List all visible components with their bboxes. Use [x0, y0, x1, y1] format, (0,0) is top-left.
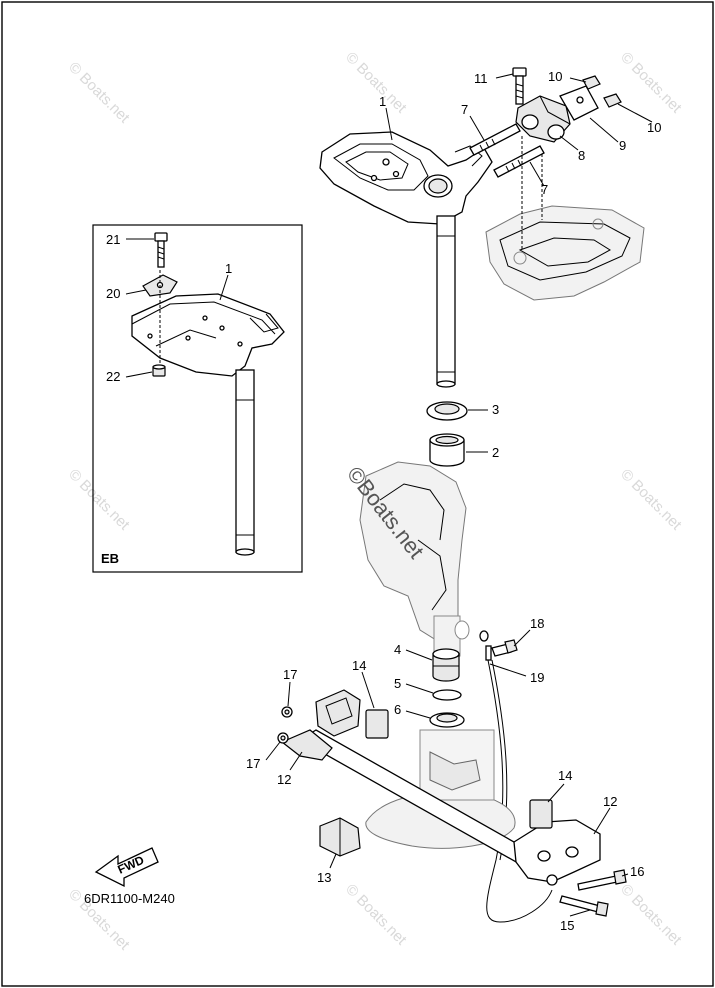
callout-3: 3: [492, 402, 499, 417]
inset-frame: [92, 224, 303, 573]
steering-bracket: [319, 131, 493, 388]
callout-17b: 17: [246, 756, 260, 771]
callout-13: 13: [317, 870, 331, 885]
stud-7a: [469, 123, 521, 156]
bolt-16: [577, 869, 627, 891]
callout-4: 4: [394, 642, 401, 657]
stud-7b: [493, 145, 545, 178]
bushing-4: [432, 648, 460, 682]
callout-12b: 12: [603, 794, 617, 809]
bolt-11: [512, 67, 527, 105]
seal-6: [429, 712, 465, 728]
plate-9: [559, 85, 599, 121]
callout-1: 1: [379, 94, 386, 109]
callout-19: 19: [530, 670, 544, 685]
callout-7a: 7: [461, 102, 468, 117]
callout-1-inset: 1: [225, 261, 232, 276]
damper-14a: [365, 709, 389, 739]
diagram-code: 6DR1100-M240: [84, 891, 175, 906]
bushing-3: [426, 401, 468, 421]
engine-mount-ghost: [485, 205, 645, 301]
callout-10b: 10: [647, 120, 661, 135]
inset-eb: EB: [92, 224, 303, 573]
damper-14b: [529, 799, 553, 829]
nut-17b: [277, 732, 289, 744]
callouts: 1 7 7 8 9 10 10 11 3 2 4 5 6 18 19 14 17…: [246, 69, 661, 933]
callout-14a: 14: [352, 658, 366, 673]
damper-13: [319, 817, 361, 857]
callout-18: 18: [530, 616, 544, 631]
callout-21: 21: [106, 232, 120, 247]
o-ring-5: [432, 689, 462, 701]
callout-7b: 7: [541, 182, 548, 197]
callout-12a: 12: [277, 772, 291, 787]
callout-14b: 14: [558, 768, 572, 783]
callout-22: 22: [106, 369, 120, 384]
fwd-arrow-icon: FWD: [94, 847, 159, 888]
watermark: © Boats.net: [617, 466, 685, 534]
nut-10b: [603, 93, 622, 108]
bolt-18: [491, 639, 518, 657]
callout-8: 8: [578, 148, 585, 163]
watermark: © Boats.net: [65, 466, 133, 534]
inset-label: EB: [101, 551, 119, 566]
callout-20: 20: [106, 286, 120, 301]
callout-9: 9: [619, 138, 626, 153]
callout-16: 16: [630, 864, 644, 879]
callout-11: 11: [474, 71, 488, 86]
callout-10a: 10: [548, 69, 562, 84]
watermark: © Boats.net: [65, 59, 133, 127]
bolt-15: [559, 895, 609, 917]
watermark: © Boats.net: [342, 49, 410, 117]
watermark: © Boats.net: [617, 49, 685, 117]
leader-lines: [265, 73, 653, 917]
nut-17a: [281, 706, 293, 718]
callout-5: 5: [394, 676, 401, 691]
bracket-12b: [513, 819, 601, 886]
callout-17a: 17: [283, 667, 297, 682]
watermark: © Boats.net: [617, 881, 685, 949]
nut-22: [152, 364, 166, 377]
nut-10a: [582, 75, 601, 90]
bolt-21: [154, 232, 168, 268]
callout-6: 6: [394, 702, 401, 717]
steering-bracket-inset: [131, 293, 285, 556]
callout-2: 2: [492, 445, 499, 460]
mount-bracket-8: [515, 95, 571, 143]
callout-15: 15: [560, 918, 574, 933]
watermark: © Boats.net: [342, 881, 410, 949]
bushing-2: [429, 433, 465, 467]
mount-block-left: [315, 689, 361, 737]
